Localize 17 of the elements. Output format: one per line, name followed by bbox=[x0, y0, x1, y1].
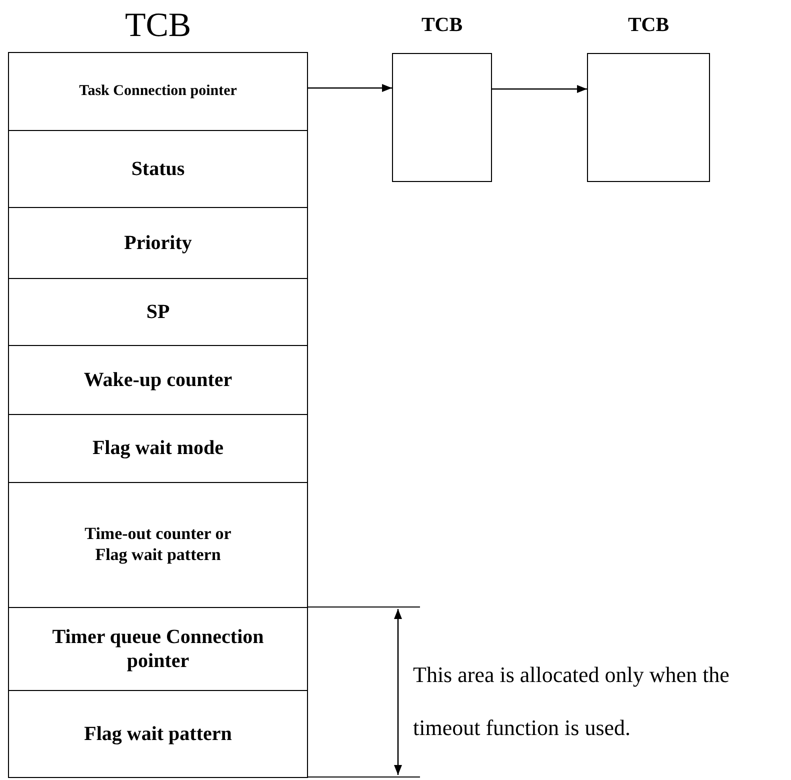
arrow bbox=[492, 85, 587, 93]
tcb-box bbox=[587, 53, 710, 182]
box-label: TCB bbox=[626, 14, 670, 37]
field-name: Task Connection pointer bbox=[79, 82, 237, 100]
box-label: TCB bbox=[420, 14, 464, 37]
field-name: Wake-up counter bbox=[84, 368, 232, 392]
tcb-box bbox=[392, 53, 492, 182]
field-name: Time-out counter or Flag wait pattern bbox=[84, 524, 232, 565]
field-name: Flag wait mode bbox=[92, 436, 224, 460]
field-name: Timer queue Connection pointer bbox=[51, 624, 265, 672]
field-name: SP bbox=[146, 300, 170, 324]
field-name: Flag wait pattern bbox=[84, 722, 232, 746]
arrow bbox=[308, 84, 392, 92]
field-name: Status bbox=[131, 156, 185, 180]
note-text: This area is allocated only when the timeout function is used. bbox=[413, 661, 730, 742]
table-heading: TCB bbox=[124, 6, 192, 46]
field-name: Priority bbox=[124, 230, 192, 254]
